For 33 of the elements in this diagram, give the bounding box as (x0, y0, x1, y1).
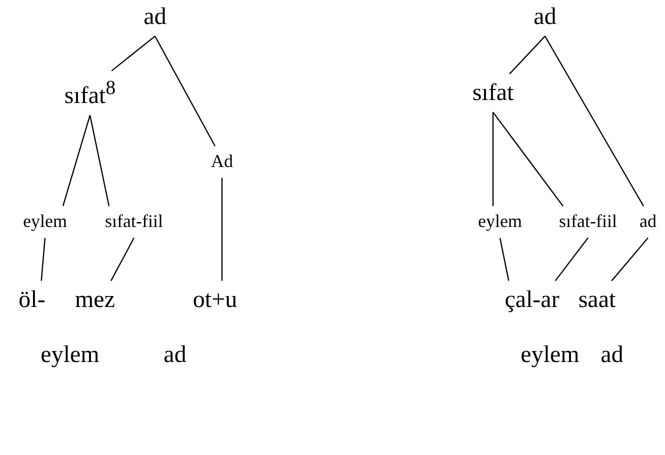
tree-node-label: ad (638, 206, 658, 238)
tree-branch-line (154, 36, 216, 146)
tree-node-label: sıfat-fiil (103, 206, 165, 238)
tree-node-label: sıfat-fiil (557, 206, 619, 238)
tree-branch-line (554, 238, 588, 282)
tree-branch-line (111, 36, 156, 72)
word-class-label: ad (600, 342, 624, 368)
tree-branch-line (509, 36, 546, 74)
tree-node-label: eylem (21, 206, 69, 238)
tree-node-label: eylem (476, 206, 524, 238)
tree-node-label: ad (532, 0, 558, 36)
tree-branch-line (89, 115, 110, 206)
tree-node-label: saat (576, 280, 618, 320)
word-class-label: ad (164, 342, 186, 368)
tree-node-label: ad (142, 0, 168, 36)
tree-node-label: ot+u (190, 280, 240, 320)
tree-branch-line (544, 36, 644, 206)
tree-node-label: sıfat (470, 74, 516, 112)
tree-node-label: sıfat$^{8}$ (62, 70, 118, 116)
tree-node-label: mez (73, 280, 117, 320)
tree-branch-line (499, 238, 510, 281)
tree-node-label: Ad (209, 146, 235, 178)
word-class-label: eylem (520, 342, 580, 368)
word-class-label: eylem (40, 342, 100, 368)
tree-branch-line (221, 178, 223, 281)
tree-branch-line (110, 238, 135, 282)
tree-node-label: öl- (16, 280, 48, 320)
tree-branch-line (40, 238, 46, 281)
tree-branch-line (611, 238, 648, 282)
tree-branch-line (492, 112, 564, 206)
tree-branch-line (492, 112, 494, 206)
tree-node-label: çal-ar (502, 280, 562, 320)
tree-branch-line (62, 115, 91, 206)
